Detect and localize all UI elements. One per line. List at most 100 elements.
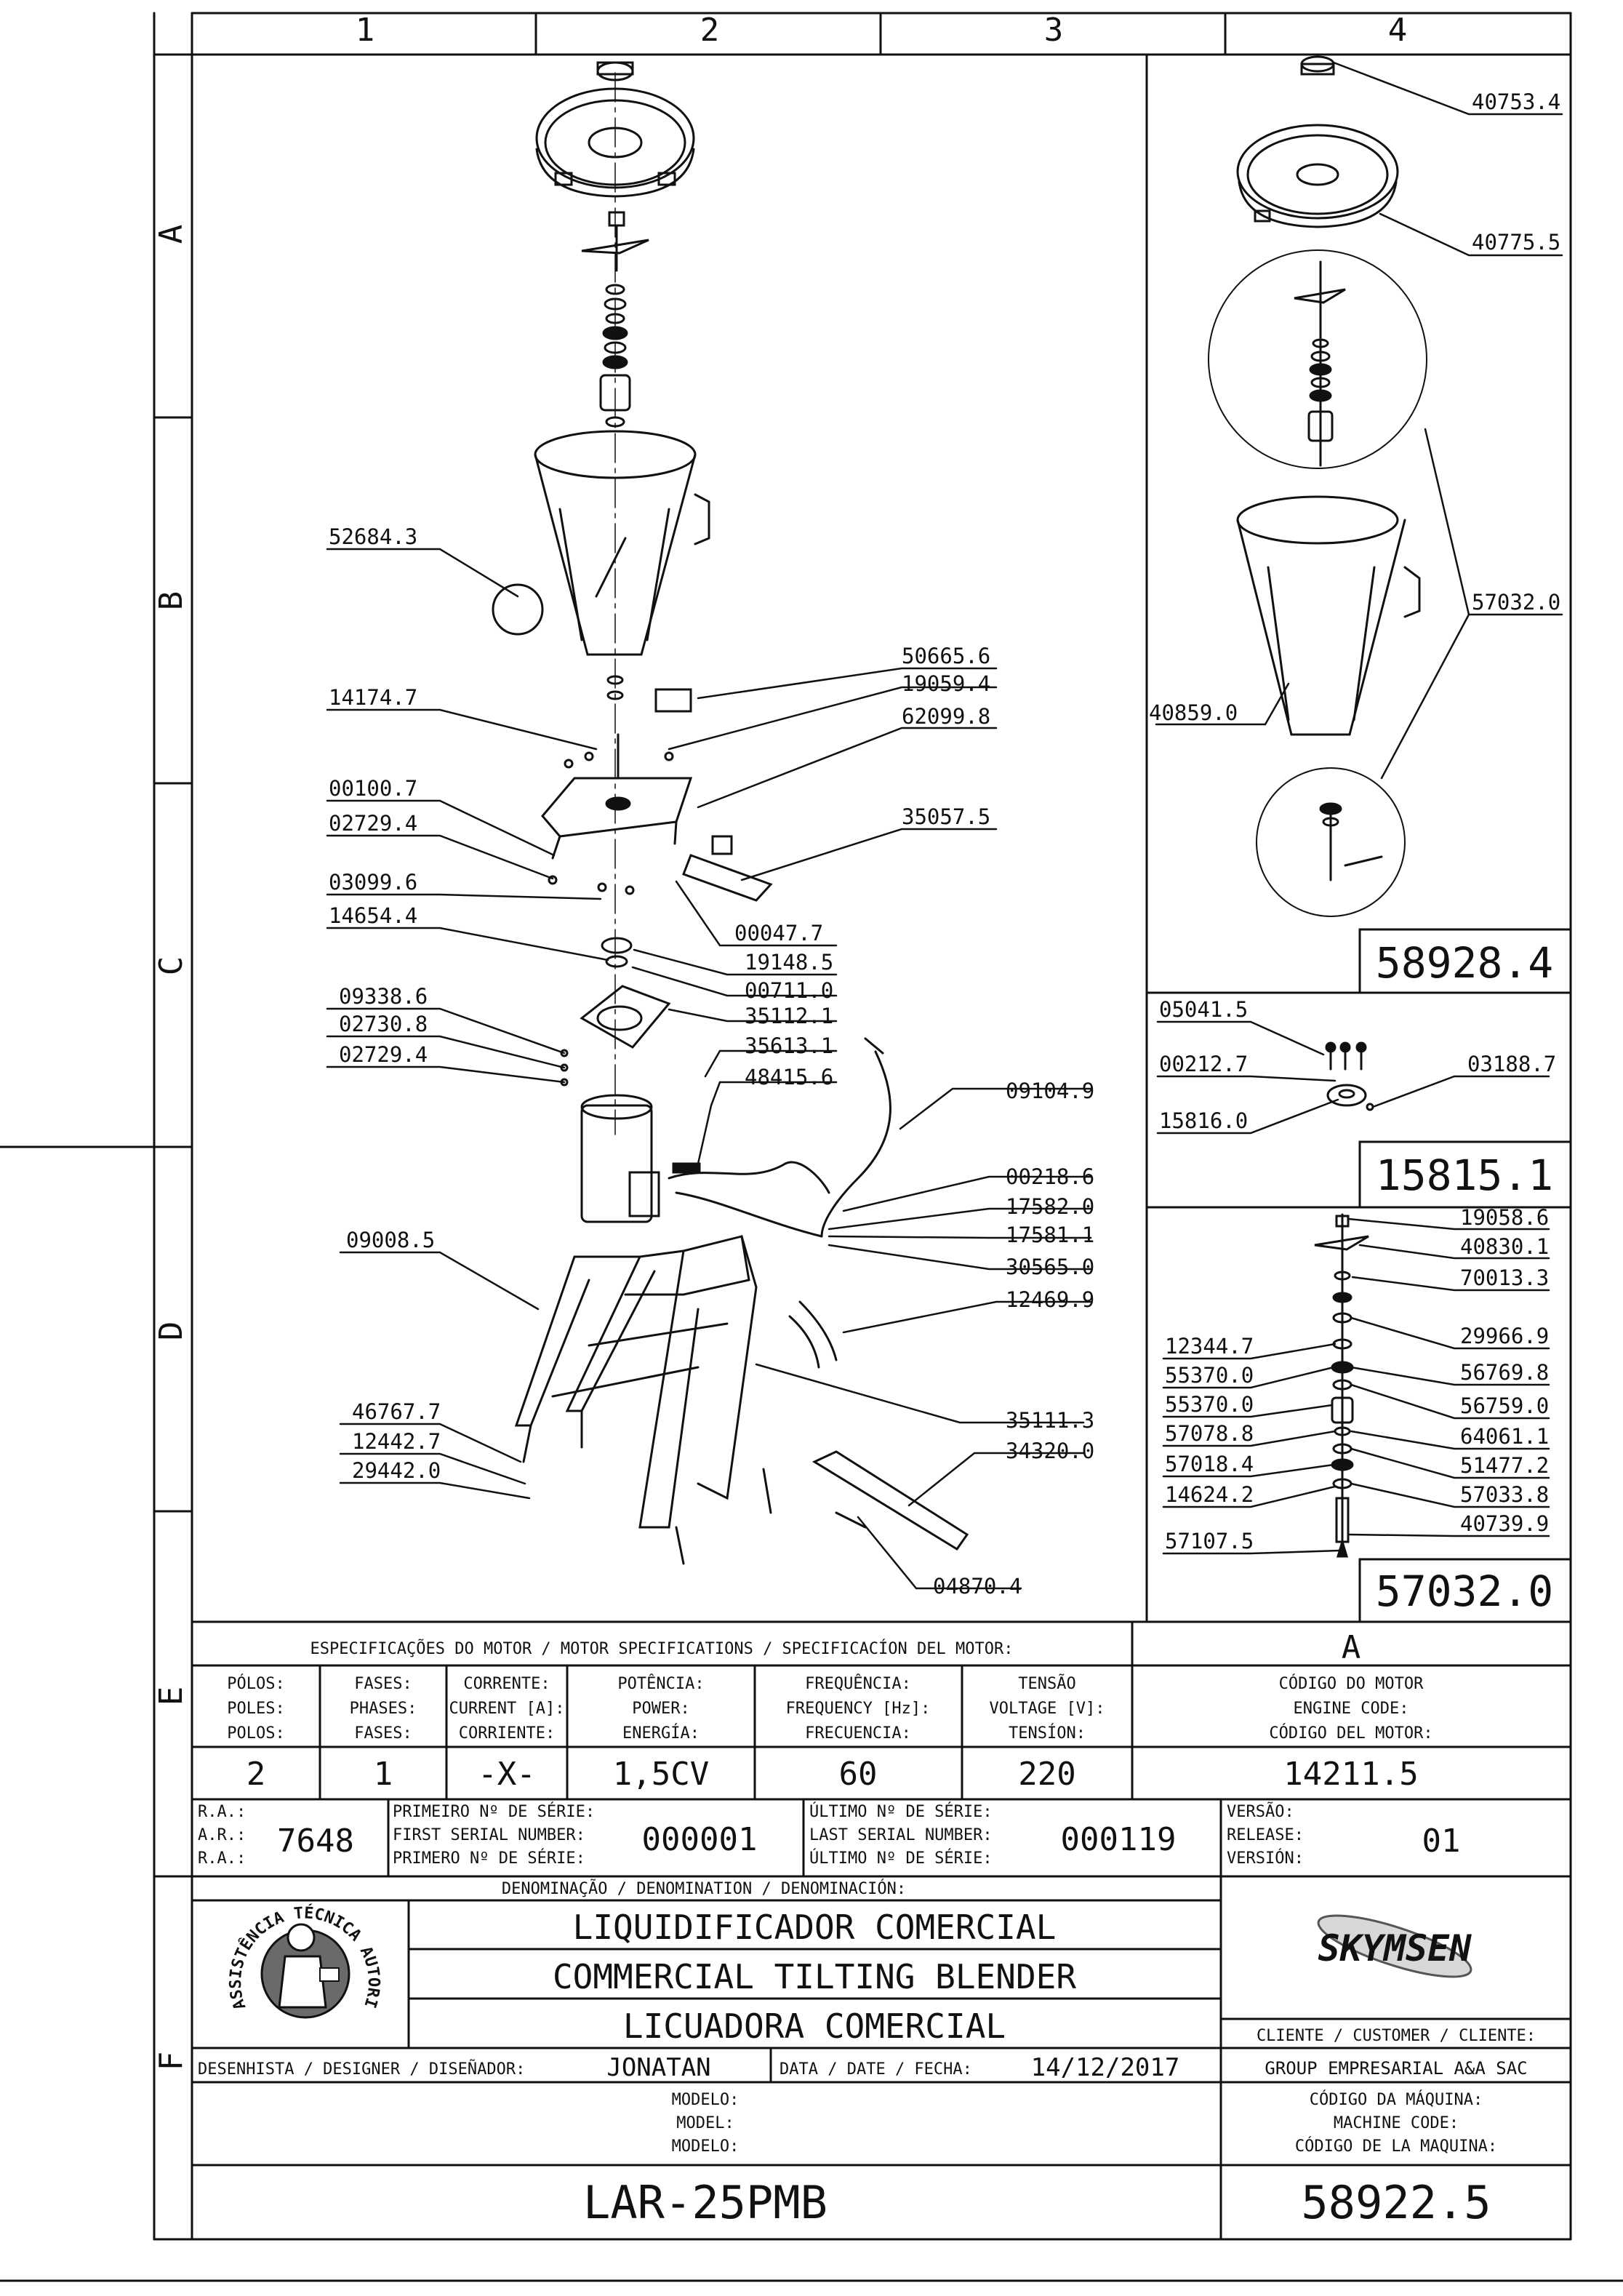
part-callout: 19059.4 bbox=[902, 671, 990, 696]
model-value: LAR-25PMB bbox=[583, 2176, 827, 2229]
ra-label: R.A.: bbox=[198, 1803, 246, 1821]
date-label: DATA / DATE / FECHA: bbox=[780, 2060, 972, 2079]
part-callout: 12469.9 bbox=[1006, 1287, 1094, 1312]
grid-row-f: F bbox=[153, 2052, 190, 2071]
part-callout: 00212.7 bbox=[1159, 1052, 1248, 1076]
model-label: MODELO: bbox=[672, 2091, 740, 2109]
spec-value: 220 bbox=[1018, 1756, 1075, 1793]
last-serial-value: 000119 bbox=[1061, 1821, 1177, 1858]
customer-value: GROUP EMPRESARIAL A&A SAC bbox=[1265, 2058, 1527, 2079]
spec-header-line: CORRIENTE: bbox=[459, 1724, 555, 1743]
spec-header-line: FREQUÊNCIA: bbox=[805, 1674, 911, 1693]
part-callout: 56769.8 bbox=[1460, 1360, 1549, 1385]
spec-header-line: FASES: bbox=[354, 1724, 412, 1743]
machine-code-label: CÓDIGO DA MÁQUINA: bbox=[1310, 2090, 1483, 2109]
motor-specs-table-lines bbox=[191, 1620, 1572, 1801]
part-callout: 52684.3 bbox=[329, 524, 417, 549]
grid-row-d: D bbox=[153, 1321, 190, 1341]
grid-row-b: B bbox=[153, 591, 190, 611]
part-callout: 35057.5 bbox=[902, 804, 990, 829]
spec-header-line: TENSÃO bbox=[1018, 1673, 1075, 1693]
grid-column-4: 4 bbox=[1388, 12, 1408, 49]
spec-col-poles: PÓLOS: POLES: POLOS: 2 bbox=[227, 1674, 284, 1793]
ra-value: 7648 bbox=[277, 1823, 354, 1860]
main-exploded-view bbox=[492, 61, 969, 1565]
title-block-text: DENOMINAÇÃO / DENOMINATION / DENOMINACIÓ… bbox=[198, 1879, 1536, 2229]
part-callout: 14174.7 bbox=[329, 685, 417, 710]
first-serial-label: FIRST SERIAL NUMBER: bbox=[393, 1826, 585, 1844]
part-callout: 51477.2 bbox=[1460, 1453, 1549, 1478]
version-label: RELEASE: bbox=[1227, 1826, 1304, 1844]
detail-shaft-labels: 19058.6 40830.1 70013.3 29966.9 12344.7 … bbox=[1165, 1205, 1553, 1616]
spec-header-line: POTÊNCIA: bbox=[617, 1674, 704, 1693]
part-callout: 17581.1 bbox=[1006, 1223, 1094, 1247]
part-callout: 09104.9 bbox=[1006, 1079, 1094, 1103]
ra-label: R.A.: bbox=[198, 1849, 246, 1868]
machine-code-label: MACHINE CODE: bbox=[1334, 2114, 1459, 2132]
model-label: MODELO: bbox=[672, 2137, 740, 2156]
spec-header-line: VOLTAGE [V]: bbox=[990, 1700, 1105, 1718]
spec-value: 1 bbox=[374, 1756, 393, 1793]
grid-column-labels: 1 2 3 4 bbox=[356, 12, 1408, 49]
brand-text: SKYMSEN bbox=[1318, 1927, 1472, 1969]
spec-value: 2 bbox=[247, 1756, 266, 1793]
spec-col-voltage: TENSÃO VOLTAGE [V]: TENSÍON: 220 bbox=[990, 1673, 1105, 1793]
spec-header-line: FRECUENCIA: bbox=[805, 1724, 911, 1743]
part-callout: 14624.2 bbox=[1165, 1482, 1254, 1507]
sheet-frame bbox=[0, 12, 1623, 2282]
detail-jar-leader-lines bbox=[1155, 61, 1563, 780]
part-callout: 00711.0 bbox=[745, 978, 833, 1003]
part-callout: 40775.5 bbox=[1472, 230, 1560, 255]
product-name-es: LICUADORA COMERCIAL bbox=[623, 2007, 1006, 2046]
spec-header-line: CORRENTE: bbox=[463, 1675, 550, 1693]
part-callout: 29442.0 bbox=[352, 1458, 441, 1483]
part-callout: 62099.8 bbox=[902, 704, 990, 729]
part-callout: 19148.5 bbox=[745, 950, 833, 975]
serial-row-text: R.A.: A.R.: R.A.: 7648 PRIMEIRO Nº DE SÉ… bbox=[198, 1801, 1460, 1868]
spec-header-line: CÓDIGO DEL MOTOR: bbox=[1269, 1724, 1432, 1743]
part-callout: 15816.0 bbox=[1159, 1108, 1248, 1133]
grid-column-3: 3 bbox=[1044, 12, 1064, 49]
part-callout: 64061.1 bbox=[1460, 1424, 1549, 1449]
grid-row-c: C bbox=[153, 956, 190, 976]
part-callout: 00047.7 bbox=[734, 921, 823, 945]
spec-col-current: CORRENTE: CURRENT [A]: CORRIENTE: -X- bbox=[449, 1675, 565, 1793]
part-callout: 40859.0 bbox=[1149, 700, 1238, 725]
model-label: MODEL: bbox=[676, 2114, 734, 2132]
part-callout: 00218.6 bbox=[1006, 1164, 1094, 1189]
skymsen-logo: SKYMSEN bbox=[1317, 1914, 1472, 1978]
detail-jar-labels: 40753.4 40775.5 57032.0 40859.0 58928.4 bbox=[1149, 89, 1560, 988]
designer-label: DESENHISTA / DESIGNER / DISEÑADOR: bbox=[198, 2059, 525, 2079]
grid-row-labels: A B C D E F bbox=[153, 225, 190, 2071]
part-callout: 55370.0 bbox=[1165, 1363, 1254, 1388]
spec-header-line: CÓDIGO DO MOTOR bbox=[1279, 1674, 1424, 1693]
spec-value: -X- bbox=[478, 1756, 535, 1793]
first-serial-value: 000001 bbox=[642, 1821, 758, 1858]
part-callout: 50665.6 bbox=[902, 644, 990, 668]
assembly-code: 58928.4 bbox=[1376, 938, 1553, 988]
designer-value: JONATAN bbox=[606, 2053, 710, 2082]
part-callout: 56759.0 bbox=[1460, 1393, 1549, 1418]
part-callout: 03188.7 bbox=[1467, 1052, 1556, 1076]
product-name-pt: LIQUIDIFICADOR COMERCIAL bbox=[573, 1908, 1057, 1947]
grid-column-1: 1 bbox=[356, 12, 375, 49]
detail-shaft-leader-lines bbox=[1162, 1217, 1550, 1555]
spec-header-line: CURRENT [A]: bbox=[449, 1700, 565, 1718]
part-callout: 57107.5 bbox=[1165, 1529, 1254, 1553]
detail-coupling-labels: 05041.5 00212.7 03188.7 15816.0 15815.1 bbox=[1159, 997, 1556, 1200]
spec-header-line: POLOS: bbox=[227, 1724, 284, 1743]
first-serial-label: PRIMEIRO Nº DE SÉRIE: bbox=[393, 1802, 595, 1821]
part-callout: 35112.1 bbox=[745, 1004, 833, 1028]
spec-header-line: PÓLOS: bbox=[227, 1674, 284, 1693]
part-callout: 12344.7 bbox=[1165, 1334, 1254, 1359]
grid-row-e: E bbox=[153, 1687, 190, 1706]
detail-jar-drawing bbox=[1208, 55, 1427, 917]
assembly-code: 15815.1 bbox=[1376, 1151, 1553, 1200]
part-callout: 35111.3 bbox=[1006, 1408, 1094, 1433]
spec-header-line: TENSÍON: bbox=[1009, 1724, 1086, 1743]
part-callout: 05041.5 bbox=[1159, 997, 1248, 1022]
main-view-callout-labels: 52684.3 50665.6 19059.4 14174.7 62099.8 … bbox=[329, 524, 1094, 1599]
spec-col-engine-code: CÓDIGO DO MOTOR ENGINE CODE: CÓDIGO DEL … bbox=[1269, 1674, 1432, 1793]
part-callout: 17582.0 bbox=[1006, 1194, 1094, 1219]
